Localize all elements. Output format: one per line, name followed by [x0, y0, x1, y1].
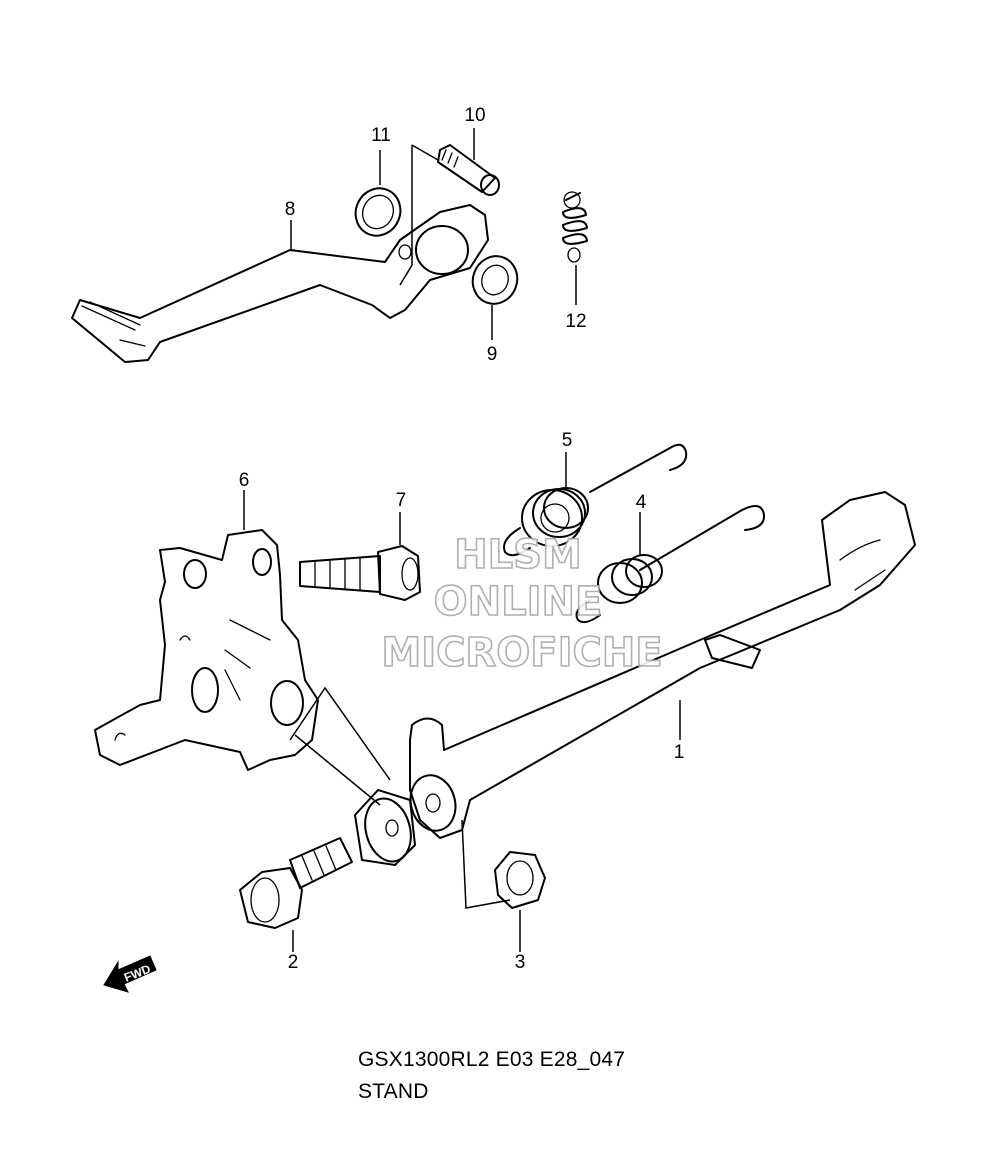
watermark-line1: HLSM	[454, 532, 582, 578]
callout-11: 11	[371, 125, 391, 146]
leaders-top	[290, 128, 577, 340]
callout-12: 12	[565, 311, 586, 332]
leaders-bottom	[243, 452, 681, 952]
callout-3: 3	[515, 952, 526, 973]
callout-7: 7	[396, 490, 407, 511]
part-11-circlip	[354, 187, 402, 237]
part-1-stand	[409, 491, 916, 839]
part-3-nut	[494, 851, 546, 909]
callout-10: 10	[464, 105, 485, 126]
callout-9: 9	[487, 344, 498, 365]
callout-6: 6	[239, 470, 250, 491]
diagram-title: STAND	[358, 1080, 429, 1103]
part-12-spring	[562, 191, 588, 263]
part-10-pin	[437, 144, 500, 196]
part-5-spring	[503, 443, 688, 557]
watermark-line2: ONLINE	[434, 579, 603, 625]
fwd-label: FWD	[122, 961, 153, 984]
part-8-lever	[71, 204, 489, 363]
watermark: HLSM ONLINE MICROFICHE	[381, 531, 664, 677]
diagram-model-code: GSX1300RL2 E03 E28_047	[358, 1048, 626, 1071]
watermark-line3: MICROFICHE	[381, 630, 662, 676]
callout-1: 1	[674, 742, 685, 763]
part-2-bolt	[239, 837, 353, 929]
part-4-spring	[575, 505, 766, 624]
part-7-bolt	[299, 545, 421, 601]
callout-4: 4	[636, 492, 647, 513]
collar	[354, 789, 416, 866]
callout-labels: 1 2 3 4 5 6 7 8 9 10 11 12	[239, 105, 685, 973]
callout-8: 8	[285, 199, 296, 220]
callout-2: 2	[288, 952, 299, 973]
part-6-bracket	[94, 529, 319, 771]
callout-5: 5	[562, 430, 573, 451]
fwd-arrow-icon: FWD	[103, 955, 157, 993]
part-9-washer	[471, 255, 519, 305]
